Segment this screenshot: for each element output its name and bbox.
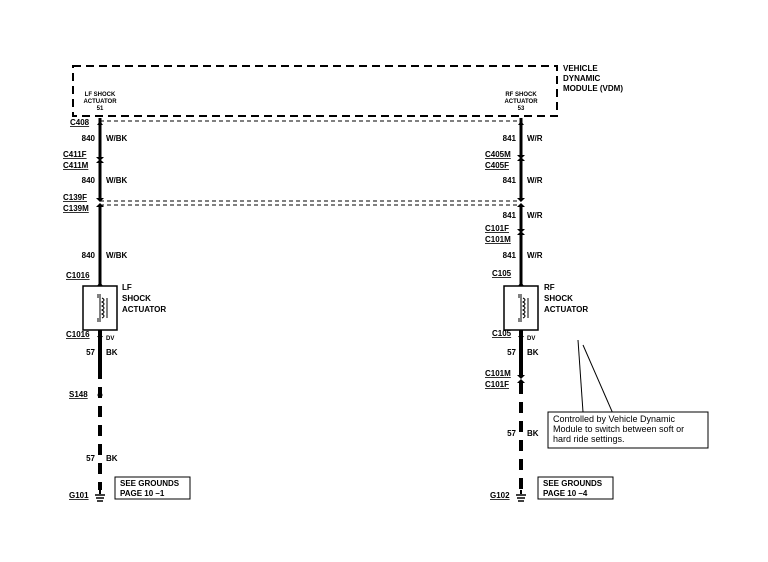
rf-wire6-color: BK [527, 429, 539, 438]
note-box [547, 411, 709, 449]
lf-wire5-color: BK [106, 454, 118, 463]
rf-wire3-number: 841 [503, 211, 517, 220]
rf-wire4-number: 841 [503, 251, 517, 260]
lf-see-grounds-1: SEE GROUNDS [120, 479, 180, 488]
lf-actuator-label-1: LF [122, 283, 132, 292]
lf-actuator-label-3: ACTUATOR [122, 305, 166, 314]
rf-wire1-color: W/R [527, 134, 543, 143]
vdm-rf-pin-number: 53 [518, 106, 525, 112]
rf-see-grounds-2: PAGE 10 –4 [543, 489, 588, 498]
lf-c408-label: C408 [70, 118, 90, 127]
lf-actuator-coil-icon [97, 294, 108, 322]
g101-ground-icon [95, 494, 105, 502]
rf-connectors [517, 121, 525, 383]
vdm-title-2: DYNAMIC [563, 74, 601, 83]
lf-wire2-color: W/BK [106, 176, 128, 185]
shield-lines-c139 [100, 200, 521, 206]
lf-c411m-label: C411M [63, 161, 89, 170]
rf-c105-top-label: C105 [492, 269, 512, 278]
lf-see-grounds-box [114, 476, 191, 500]
rf-c101m-low-label: C101M [485, 369, 511, 378]
lf-wire4-color: BK [106, 348, 118, 357]
vdm-title-1: VEHICLE [563, 64, 598, 73]
rf-c405m-label: C405M [485, 150, 511, 159]
vdm-lf-pin-label-1: LF SHOCK [85, 92, 116, 98]
lf-g101-label: G101 [69, 491, 89, 500]
note-line-2: Module to switch between soft or [553, 424, 684, 434]
rf-wire5-number: 57 [507, 348, 516, 357]
lf-see-grounds-2: PAGE 10 –1 [120, 489, 165, 498]
vdm-module-box [72, 65, 558, 117]
vdm-rf-pin-label-2: ACTUATOR [504, 99, 538, 105]
lf-wire5-number: 57 [86, 454, 95, 463]
rf-wire2-number: 841 [503, 176, 517, 185]
rf-see-grounds-box [537, 476, 614, 500]
vdm-lf-pin-label-2: ACTUATOR [83, 99, 117, 105]
lf-actuator-label-2: SHOCK [122, 294, 151, 303]
rf-shock-actuator-box [503, 285, 539, 331]
lf-wire1-color: W/BK [106, 134, 128, 143]
rf-c101f-label: C101F [485, 224, 509, 233]
rf-actuator-label-1: RF [544, 283, 555, 292]
rf-see-grounds-1: SEE GROUNDS [543, 479, 603, 488]
g102-ground-icon [516, 494, 526, 502]
lf-c139f-label: C139F [63, 193, 87, 202]
rf-c101f-low-label: C101F [485, 380, 509, 389]
lf-c411f-label: C411F [63, 150, 87, 159]
lf-s148-label: S148 [69, 390, 88, 399]
lf-wire2-number: 840 [82, 176, 96, 185]
rf-wire2-color: W/R [527, 176, 543, 185]
vdm-lf-pin-number: 51 [97, 106, 104, 112]
rf-wire1-number: 841 [503, 134, 517, 143]
note-line-1: Controlled by Vehicle Dynamic [553, 414, 676, 424]
lf-c1016-bottom-label: C1016 [66, 330, 90, 339]
rf-wire5-color: BK [527, 348, 539, 357]
rf-wire3-color: W/R [527, 211, 543, 220]
rf-actuator-coil-icon [518, 294, 529, 322]
note-line-3: hard ride settings. [553, 434, 625, 444]
lf-wire3-number: 840 [82, 251, 96, 260]
lf-wire4-number: 57 [86, 348, 95, 357]
rf-actuator-label-2: SHOCK [544, 294, 573, 303]
rf-c101m-label: C101M [485, 235, 511, 244]
rf-c405f-label: C405F [485, 161, 509, 170]
vdm-rf-pin-label-1: RF SHOCK [505, 92, 537, 98]
rf-wire6-number: 57 [507, 429, 516, 438]
rf-actuator-label-3: ACTUATOR [544, 305, 588, 314]
lf-wire3-color: W/BK [106, 251, 128, 260]
rf-c105-bottom-label: C105 [492, 329, 512, 338]
rf-g102-label: G102 [490, 491, 510, 500]
lf-wire1-number: 840 [82, 134, 96, 143]
lf-shock-actuator-box [82, 285, 118, 331]
lf-dv-label: DV [106, 336, 114, 342]
lf-c139m-label: C139M [63, 204, 89, 213]
vdm-title-3: MODULE (VDM) [563, 84, 623, 93]
rf-wire4-color: W/R [527, 251, 543, 260]
lf-c1016-top-label: C1016 [66, 271, 90, 280]
rf-dv-label: DV [527, 336, 535, 342]
